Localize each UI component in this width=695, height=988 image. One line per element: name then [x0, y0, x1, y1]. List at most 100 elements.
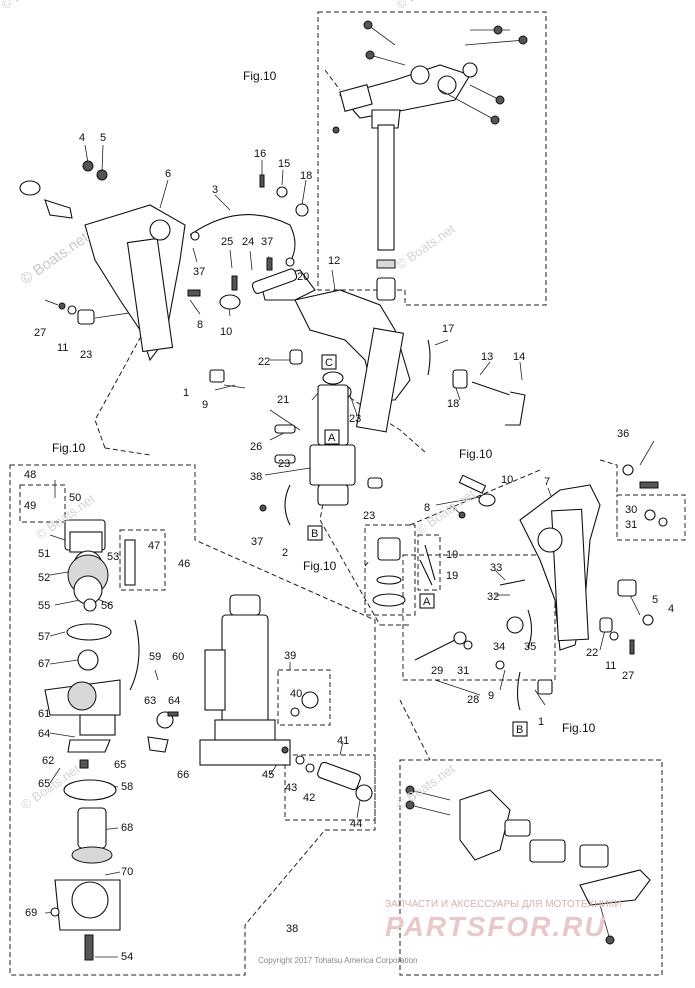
callout: 57: [38, 631, 50, 643]
callout: 19: [446, 570, 458, 582]
callout: 2: [282, 547, 288, 559]
callout: 9: [488, 690, 494, 702]
watermark: © Boats.net: [393, 0, 458, 12]
box-label: A: [423, 596, 431, 608]
callout: 68: [121, 822, 133, 834]
callout: 23: [363, 510, 375, 522]
callout: 37: [193, 266, 205, 278]
callout: 3: [212, 184, 218, 196]
callout: 14: [513, 351, 525, 363]
box-label: A: [328, 432, 336, 444]
callout: 46: [178, 558, 190, 570]
callout: 1: [538, 716, 544, 728]
callout: 34: [493, 641, 505, 653]
callout: 49: [24, 500, 36, 512]
left-clamp-bracket: [19, 160, 309, 362]
callout: 10: [501, 474, 513, 486]
callout: 63: [144, 695, 156, 707]
callout: 17: [442, 323, 454, 335]
callout: 38: [286, 923, 298, 935]
callout: 64: [168, 695, 180, 707]
callout: 65: [114, 759, 126, 771]
callout: 33: [490, 562, 502, 574]
callout: 58: [121, 781, 133, 793]
callout: 7: [544, 476, 550, 488]
callout: 53: [107, 551, 119, 563]
callout: 40: [290, 688, 302, 700]
callout: 29: [431, 665, 443, 677]
callout: 26: [250, 441, 262, 453]
figure-references: Fig.10 Fig.10 Fig.10 Fig.10 Fig.10: [52, 69, 596, 735]
callout: 15: [278, 158, 290, 170]
callout: 16: [254, 148, 266, 160]
callout: 45: [262, 769, 274, 781]
fig-ref: Fig.10: [303, 559, 337, 573]
watermark: © Boats.net: [413, 486, 478, 538]
callout: 22: [258, 356, 270, 368]
callout: 50: [69, 492, 81, 504]
callout: 64: [38, 728, 50, 740]
watermark: © Boats.net: [393, 221, 458, 273]
callout: 62: [42, 755, 54, 767]
callout: 32: [487, 591, 499, 603]
callout: 51: [38, 548, 50, 560]
callout: 25: [221, 236, 233, 248]
callout: 37: [261, 236, 273, 248]
callout: 54: [121, 951, 133, 963]
bottom-right-bracket: [405, 785, 651, 945]
callout: 48: [24, 469, 36, 481]
callout: 27: [34, 327, 46, 339]
callout: 42: [303, 792, 315, 804]
callout: 5: [652, 594, 658, 606]
callout: 47: [148, 540, 160, 552]
callout: 27: [622, 670, 634, 682]
callout-numbers: 4 5 6 3 16 15 18 25 24 37 20 12 37 27 11…: [24, 132, 674, 963]
trim-cylinder-small: [259, 371, 383, 526]
callout: 36: [617, 428, 629, 440]
shaft-and-bolt-group: [414, 579, 553, 711]
callout: 31: [457, 665, 469, 677]
callout: 12: [328, 255, 340, 267]
callout: 1: [183, 387, 189, 399]
callout: 39: [284, 650, 296, 662]
callout: 13: [481, 351, 493, 363]
callout: 10: [220, 326, 232, 338]
box-label: C: [325, 357, 333, 369]
callout: 4: [668, 603, 674, 615]
callout: 30: [625, 504, 637, 516]
callout: 60: [172, 651, 184, 663]
callout: 5: [100, 132, 106, 144]
callout: 55: [38, 600, 50, 612]
callout: 21: [277, 394, 289, 406]
callout: 6: [165, 168, 171, 180]
callout: 67: [38, 658, 50, 670]
callout: 8: [197, 319, 203, 331]
right-clamp-bracket: [458, 464, 668, 655]
callout: 8: [424, 502, 430, 514]
callout: 22: [586, 647, 598, 659]
callout: 61: [38, 708, 50, 720]
callout: 23: [80, 349, 92, 361]
callout: 69: [25, 907, 37, 919]
copyright-text: Copyright 2017 Tohatsu America Corporati…: [258, 956, 418, 965]
callout: 11: [57, 342, 68, 354]
brand-logo: PARTSFOR.RU: [385, 911, 607, 942]
callout: 23: [349, 413, 361, 425]
power-trim-unit: [44, 519, 373, 961]
callout: 52: [38, 572, 50, 584]
callout: 44: [350, 818, 362, 830]
callout: 66: [177, 769, 189, 781]
box-labels: A A B B C: [307, 354, 528, 737]
callout: 56: [101, 600, 113, 612]
brand-tagline: ЗАПЧАСТИ И АКСЕССУАРЫ ДЛЯ МОТОТЕХНИКИ: [385, 899, 622, 910]
fig-ref: Fig.10: [562, 721, 596, 735]
watermark: © Boats.net: [18, 229, 93, 288]
callout: 19: [446, 549, 458, 561]
callout: 18: [447, 398, 459, 410]
fig-ref: Fig.10: [459, 447, 493, 461]
box-label: B: [311, 528, 318, 540]
callout: 18: [300, 170, 312, 182]
callout: 31: [625, 519, 637, 531]
fig-ref: Fig.10: [243, 69, 277, 83]
